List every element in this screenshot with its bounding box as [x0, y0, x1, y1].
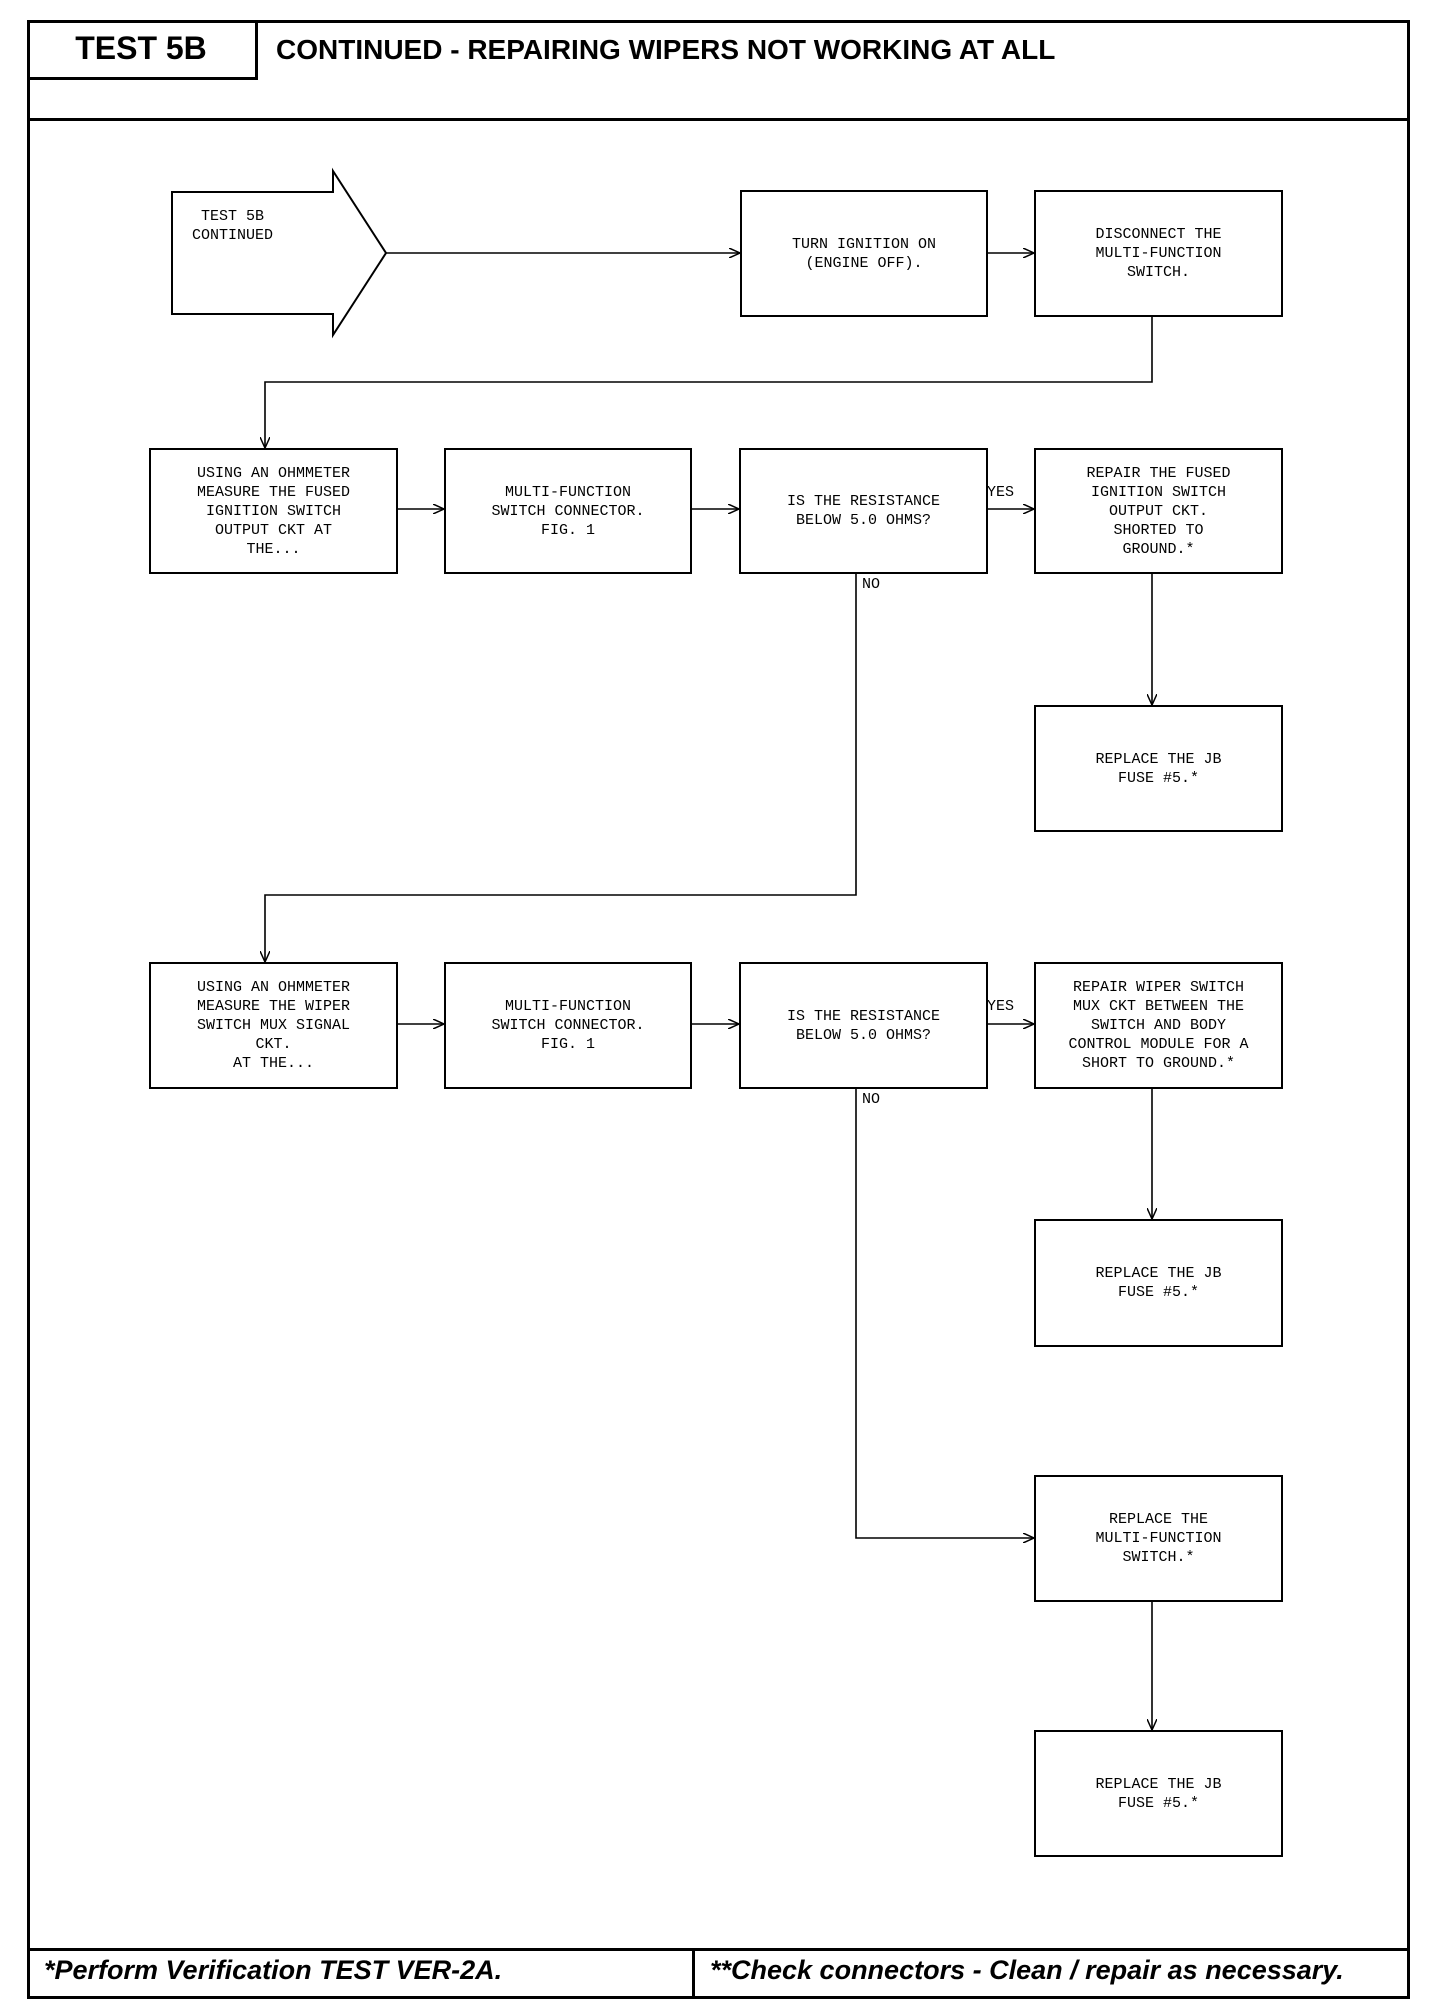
label-yes-2: YES — [987, 998, 1015, 1015]
step-text: REPLACE THE JB FUSE #5.* — [1095, 750, 1222, 787]
footer-divider — [692, 1948, 695, 1999]
step-replace-switch: REPLACE THE MULTI-FUNCTION SWITCH.* — [1034, 1475, 1283, 1602]
step-text: TURN IGNITION ON (ENGINE OFF). — [791, 235, 937, 272]
page-frame — [27, 20, 1410, 1999]
step-text: DISCONNECT THE MULTI-FUNCTION SWITCH. — [1095, 226, 1222, 281]
step-replace-fuse-1: REPLACE THE JB FUSE #5.* — [1034, 705, 1283, 832]
step-text: REPLACE THE MULTI-FUNCTION SWITCH.* — [1095, 1511, 1222, 1566]
step-replace-fuse-3: REPLACE THE JB FUSE #5.* — [1034, 1730, 1283, 1857]
decision-resistance-1: IS THE RESISTANCE BELOW 5.0 OHMS? — [739, 448, 988, 574]
step-text: REPLACE THE JB FUSE #5.* — [1095, 1265, 1222, 1301]
step-text: REPAIR WIPER SWITCH MUX CKT BETWEEN THE … — [1068, 979, 1249, 1072]
label-no-1: NO — [862, 576, 881, 593]
step-replace-fuse-2: REPLACE THE JB FUSE #5.* — [1034, 1219, 1283, 1347]
edge-disconnect-to-measure1 — [265, 317, 1153, 448]
start-arrow-shape — [171, 167, 388, 339]
step-connector-1: MULTI-FUNCTION SWITCH CONNECTOR. FIG. 1 — [444, 448, 692, 574]
label-yes-1: YES — [987, 484, 1015, 501]
start-label: TEST 5B CONTINUED — [192, 208, 274, 244]
step-text: MULTI-FUNCTION SWITCH CONNECTOR. FIG. 1 — [491, 483, 645, 539]
step-text: REPLACE THE JB FUSE #5.* — [1095, 1775, 1222, 1812]
step-text: MULTI-FUNCTION SWITCH CONNECTOR. FIG. 1 — [491, 998, 645, 1053]
decision-resistance-2: IS THE RESISTANCE BELOW 5.0 OHMS? — [739, 962, 988, 1089]
footer-note-connectors: **Check connectors - Clean / repair as n… — [710, 1955, 1344, 1985]
step-repair-fused-ignition: REPAIR THE FUSED IGNITION SWITCH OUTPUT … — [1034, 448, 1283, 574]
page-title: CONTINUED - REPAIRING WIPERS NOT WORKING… — [276, 34, 1056, 65]
step-repair-wiper-mux: REPAIR WIPER SWITCH MUX CKT BETWEEN THE … — [1034, 962, 1283, 1089]
footer-note-verification: *Perform Verification TEST VER-2A. — [44, 1955, 503, 1985]
step-text: IS THE RESISTANCE BELOW 5.0 OHMS? — [786, 493, 941, 529]
step-text: REPAIR THE FUSED IGNITION SWITCH OUTPUT … — [1086, 464, 1231, 558]
header-band — [27, 20, 1410, 121]
step-text: USING AN OHMMETER MEASURE THE FUSED IGNI… — [196, 464, 351, 558]
test-label: TEST 5B — [27, 20, 258, 80]
step-text: IS THE RESISTANCE BELOW 5.0 OHMS? — [786, 1007, 941, 1044]
label-no-2: NO — [862, 1091, 881, 1108]
step-measure-fused-ignition: USING AN OHMMETER MEASURE THE FUSED IGNI… — [149, 448, 398, 574]
step-disconnect-switch: DISCONNECT THE MULTI-FUNCTION SWITCH. — [1034, 190, 1283, 317]
footer-band — [27, 1948, 1410, 1999]
step-connector-2: MULTI-FUNCTION SWITCH CONNECTOR. FIG. 1 — [444, 962, 692, 1089]
step-turn-ignition-on: TURN IGNITION ON (ENGINE OFF). — [740, 190, 988, 317]
edge-question2-no — [855, 1089, 1034, 1538]
edge-question1-no — [265, 574, 857, 962]
step-measure-wiper-mux: USING AN OHMMETER MEASURE THE WIPER SWIT… — [149, 962, 398, 1089]
step-text: USING AN OHMMETER MEASURE THE WIPER SWIT… — [196, 979, 351, 1072]
